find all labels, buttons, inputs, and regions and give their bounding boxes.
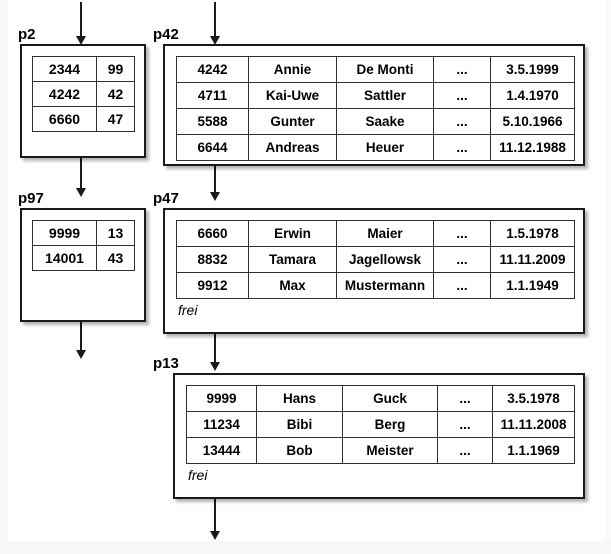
cell-firstname: Tamara [248,246,337,273]
table-row: 8832 Tamara Jagellowsk ... 11.11.2009 [176,246,575,273]
cell-id: 6644 [176,134,249,161]
cell-firstname: Bob [256,437,343,464]
cell-more: ... [437,385,493,412]
table-row: 9999 Hans Guck ... 3.5.1978 [186,385,575,412]
cell-firstname: Kai-Uwe [248,82,337,109]
page-box-p42[interactable]: 4242 Annie De Monti ... 3.5.1999 4711 Ka… [163,44,585,166]
page-label-p47: p47 [153,190,179,207]
canvas-left-gutter [0,0,8,554]
cell-more: ... [433,56,491,83]
page-label-p13: p13 [153,355,179,372]
table-row: 6660 47 [32,106,135,132]
page-box-p47[interactable]: 6660 Erwin Maier ... 1.5.1978 8832 Tamar… [163,208,585,334]
cell-lastname: Saake [336,108,434,135]
cell-more: ... [433,134,491,161]
cell-lastname: De Monti [336,56,434,83]
cell-more: ... [437,437,493,464]
table-row: 2344 99 [32,56,135,82]
cell-more: ... [433,108,491,135]
cell-lastname: Guck [342,385,438,412]
cell-more: ... [433,220,491,247]
cell-firstname: Bibi [256,411,343,438]
cell-pointer: 42 [96,81,135,107]
page-box-p2[interactable]: 2344 99 4242 42 6660 47 [20,44,146,158]
cell-pointer: 13 [96,220,135,246]
cell-firstname: Gunter [248,108,337,135]
cell-lastname: Sattler [336,82,434,109]
cell-lastname: Heuer [336,134,434,161]
table-row: 9912 Max Mustermann ... 1.1.1949 [176,272,575,299]
table-row: 9999 13 [32,220,135,246]
cell-date: 1.5.1978 [490,220,575,247]
cell-id: 9912 [176,272,249,299]
table-row: 4242 Annie De Monti ... 3.5.1999 [176,56,575,83]
cell-pointer: 99 [96,56,135,82]
cell-key: 14001 [32,245,97,271]
record-table-p47: 6660 Erwin Maier ... 1.5.1978 8832 Tamar… [176,220,575,299]
canvas-bottom-gutter [0,541,611,554]
free-space-label-p47: frei [178,302,198,318]
page-label-p97: p97 [18,190,44,207]
page-label-p42: p42 [153,26,179,43]
cell-id: 4711 [176,82,249,109]
cell-more: ... [433,82,491,109]
cell-id: 11234 [186,411,257,438]
table-row: 14001 43 [32,245,135,271]
cell-id: 5588 [176,108,249,135]
table-row: 5588 Gunter Saake ... 5.10.1966 [176,108,575,135]
record-table-p97: 9999 13 14001 43 [32,220,135,271]
page-box-p13[interactable]: 9999 Hans Guck ... 3.5.1978 11234 Bibi B… [173,373,585,499]
cell-key: 2344 [32,56,97,82]
cell-date: 11.11.2008 [492,411,575,438]
cell-id: 8832 [176,246,249,273]
cell-pointer: 43 [96,245,135,271]
record-table-p13: 9999 Hans Guck ... 3.5.1978 11234 Bibi B… [186,385,575,464]
cell-id: 4242 [176,56,249,83]
record-table-p42: 4242 Annie De Monti ... 3.5.1999 4711 Ka… [176,56,575,161]
free-space-label-p13: frei [188,467,208,483]
table-row: 4711 Kai-Uwe Sattler ... 1.4.1970 [176,82,575,109]
cell-more: ... [433,246,491,273]
table-row: 11234 Bibi Berg ... 11.11.2008 [186,411,575,438]
cell-pointer: 47 [96,106,135,132]
cell-firstname: Max [248,272,337,299]
table-row: 13444 Bob Meister ... 1.1.1969 [186,437,575,464]
cell-date: 1.1.1949 [490,272,575,299]
cell-key: 4242 [32,81,97,107]
cell-date: 3.5.1978 [492,385,575,412]
cell-lastname: Maier [336,220,434,247]
cell-lastname: Berg [342,411,438,438]
cell-date: 11.11.2009 [490,246,575,273]
cell-lastname: Jagellowsk [336,246,434,273]
page-box-p97[interactable]: 9999 13 14001 43 [20,208,146,322]
cell-firstname: Andreas [248,134,337,161]
cell-id: 6660 [176,220,249,247]
cell-lastname: Mustermann [336,272,434,299]
cell-key: 6660 [32,106,97,132]
cell-firstname: Erwin [248,220,337,247]
page-label-p2: p2 [18,26,36,43]
canvas-right-gutter [605,0,611,554]
cell-id: 9999 [186,385,257,412]
cell-firstname: Annie [248,56,337,83]
cell-lastname: Meister [342,437,438,464]
cell-date: 3.5.1999 [490,56,575,83]
cell-more: ... [437,411,493,438]
cell-key: 9999 [32,220,97,246]
table-row: 6644 Andreas Heuer ... 11.12.1988 [176,134,575,161]
cell-date: 11.12.1988 [490,134,575,161]
cell-id: 13444 [186,437,257,464]
cell-date: 5.10.1966 [490,108,575,135]
table-row: 4242 42 [32,81,135,107]
cell-more: ... [433,272,491,299]
record-table-p2: 2344 99 4242 42 6660 47 [32,56,135,132]
cell-firstname: Hans [256,385,343,412]
cell-date: 1.4.1970 [490,82,575,109]
cell-date: 1.1.1969 [492,437,575,464]
table-row: 6660 Erwin Maier ... 1.5.1978 [176,220,575,247]
